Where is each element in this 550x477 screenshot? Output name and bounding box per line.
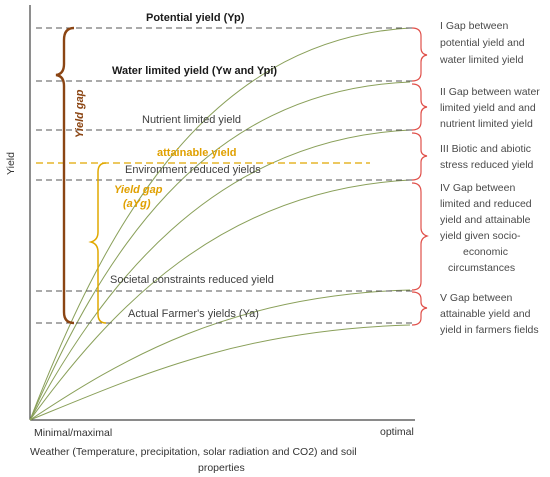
label-environment-reduced-yields: Environment reduced yields [125,164,261,176]
curve-potential [29,27,411,421]
curve-societal [29,289,411,421]
gap-4-line-4: yield given socio- [440,230,521,242]
x-axis-title-line-1: Weather (Temperature, precipitation, sol… [30,446,357,458]
attainable-yield-gap-label-2: (aYg) [123,198,151,210]
gap-bracket-4 [411,182,429,291]
gap-2-line-1: II Gap between water [440,86,540,98]
yield-curves [29,27,411,421]
label-actual-farmers-yields: Actual Farmer's yields (Ya) [128,308,259,320]
gap-4-line-3: yield and attainable [440,214,531,226]
label-potential-yield: Potential yield (Yp) [146,12,245,24]
x-axis-max-label: optimal [380,426,414,438]
gap-4-line-2: limited and reduced [440,198,532,210]
label-societal-constraints: Societal constraints reduced yield [110,274,274,286]
yield-gap-bracket [55,26,75,325]
x-axis-min-label: Minimal/maximal [34,427,112,439]
gap-5-line-1: V Gap between [440,292,513,304]
gap-4-line-6: circumstances [448,262,515,274]
gap-5-line-2: attainable yield and [440,308,531,320]
gap-1-line-3: water limited yield [439,54,524,66]
gap-bracket-1 [411,27,428,82]
gap-1-line-1: I Gap between [440,20,508,32]
gap-bracket-2 [411,83,428,131]
attainable-yield-gap-bracket [88,162,107,324]
gap-brackets-right [411,27,429,326]
gap-3-line-1: III Biotic and abiotic [440,143,531,155]
gap-2-line-2: limited yield and and [440,102,536,114]
curve-nutrient [29,129,411,421]
gap-5-line-3: yield in farmers fields [440,324,539,336]
gap-3-line-2: stress reduced yield [440,159,534,171]
curve-water [29,81,411,421]
gap-bracket-5 [411,291,428,326]
yield-gap-label: Yield gap [74,89,86,138]
curve-environment [29,179,411,421]
x-axis-title-line-2: properties [198,462,245,474]
gap-4-line-5: economic [463,246,508,258]
gap-descriptions: I Gap between potential yield and water … [439,20,540,336]
y-axis-label: Yield [5,152,17,175]
gap-1-line-2: potential yield and [440,37,525,49]
gap-2-line-3: nutrient limited yield [440,118,533,130]
label-water-limited-yield: Water limited yield (Yw and Ypi) [112,65,277,77]
attainable-yield-gap-label-1: Yield gap [114,184,163,196]
label-nutrient-limited-yield: Nutrient limited yield [142,114,241,126]
curve-actual [29,324,411,421]
gap-4-line-1: IV Gap between [440,182,515,194]
gap-bracket-3 [411,132,428,181]
label-attainable-yield: attainable yield [157,147,236,159]
